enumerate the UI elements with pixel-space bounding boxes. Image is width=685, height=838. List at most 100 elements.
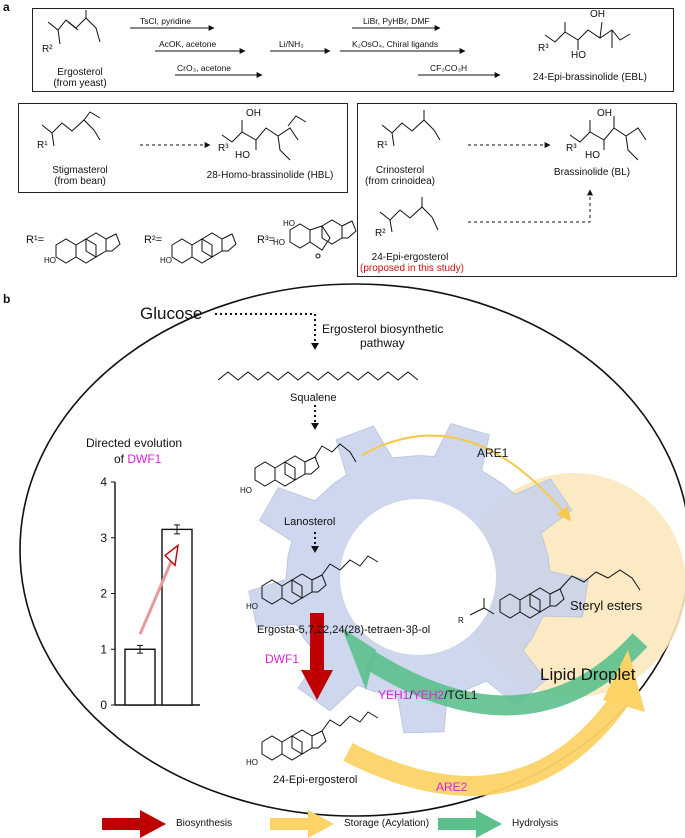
panel-b-label: b <box>3 292 11 306</box>
reagent-acok: AcOK, acetone <box>159 39 217 49</box>
crinosterol-source: (from crinoidea) <box>364 176 436 187</box>
crinosterol-r1: R¹ <box>377 140 388 151</box>
proposed-note: (proposed in this study) <box>360 263 464 274</box>
chart-y-tick-label: 1 <box>100 642 107 656</box>
hbl-box <box>18 103 348 193</box>
biosynthesis-arrow <box>310 613 324 673</box>
bl-ho: HO <box>585 150 600 161</box>
tetraen-structure <box>261 555 379 605</box>
are1-arrow <box>361 434 571 522</box>
bl-r3: R³ <box>566 143 577 154</box>
hbl-ho: HO <box>235 150 250 161</box>
chart-y-tick-label: 2 <box>100 587 107 601</box>
slash-1: / <box>409 688 413 702</box>
lanosterol-structure <box>254 443 357 487</box>
directed-evolution-line1: Directed evolution <box>86 436 183 450</box>
bl-oh: OH <box>597 108 612 119</box>
dwf1-bar-chart: 0 1 2 3 4 <box>100 475 200 712</box>
epi-ho: HO <box>246 758 258 767</box>
directed-evolution-gene: DWF1 <box>127 452 162 466</box>
squalene-structure <box>217 371 419 381</box>
are1-label: ARE1 <box>477 446 509 460</box>
cell-ellipse <box>19 283 685 817</box>
reagent-libr: LiBr, PyHBr, DMF <box>363 16 430 26</box>
hbl-oh: OH <box>246 108 261 119</box>
steryl-esters-label: Steryl esters <box>570 598 643 613</box>
directed-evolution-line2: of DWF1 <box>114 452 161 466</box>
reagent-cf3co3h: CF₃CO₃H <box>430 63 468 73</box>
bl-dashed-arrow-2 <box>468 189 593 223</box>
ergosterol-name: Ergosterol <box>57 67 103 78</box>
ergosterol-r2: R² <box>42 44 53 55</box>
yeh2-label: YEH2 <box>412 688 445 702</box>
r2-label: R²= <box>144 234 163 246</box>
slash-2: / <box>444 688 448 702</box>
r2-skeleton <box>171 232 237 264</box>
stigmasterol-source: (from bean) <box>54 176 106 187</box>
legend-storage-label: Storage (Acylation) <box>344 818 430 829</box>
ebl-r3: R³ <box>538 43 549 54</box>
epi-ergosterol-structure-a <box>379 197 439 233</box>
are2-label: ARE2 <box>436 780 468 794</box>
chart-y-tick-label: 0 <box>100 698 107 712</box>
steryl-ester-structure <box>469 569 641 619</box>
glucose-label: Glucose <box>140 304 203 323</box>
directed-evolution-of: of <box>114 452 128 466</box>
pathway-line2: pathway <box>360 336 405 350</box>
reagent-cro3: CrO₃, acetone <box>177 63 232 73</box>
crinosterol-name: Crinosterol <box>375 165 425 176</box>
r1-label: R¹= <box>26 234 45 246</box>
top-arrows <box>130 25 501 78</box>
chart-improvement-arrowhead <box>163 543 179 567</box>
legend-hydrolysis-label: Hydrolysis <box>512 818 559 829</box>
ergosterol-structure <box>47 10 101 45</box>
storage-arrow <box>343 694 629 796</box>
r3-skeleton <box>289 219 357 259</box>
chart-y-tick-label: 4 <box>100 475 107 489</box>
hbl-structure <box>221 115 307 161</box>
dwf1-label: DWF1 <box>265 652 299 666</box>
reagent-k2oso4: K₂OsO₄, Chiral ligands <box>352 39 439 49</box>
chart-improvement-arrow <box>138 556 175 635</box>
ergosterol-source: (from yeast) <box>53 78 107 89</box>
stigmasterol-structure <box>41 111 101 147</box>
lipid-droplet-label: Lipid Droplet <box>540 665 636 684</box>
epi-ergosterol-name: 24-Epi-ergosterol <box>371 252 449 263</box>
bl-structure <box>569 116 647 161</box>
gear-hole <box>340 499 496 655</box>
tetraen-ho: HO <box>246 602 258 611</box>
ebl-oh: OH <box>590 9 605 20</box>
reagent-tscl: TsCl, pyridine <box>140 16 192 26</box>
ebl-name: 24-Epi-brassinolide (EBL) <box>533 72 647 83</box>
crinosterol-structure <box>381 110 441 147</box>
r1-skeleton <box>55 232 121 264</box>
legend-biosynthesis-label: Biosynthesis <box>176 818 233 829</box>
pathway-line1: Ergosterol biosynthetic <box>322 322 444 336</box>
chart-y-tick-label: 3 <box>100 531 107 545</box>
legend-storage-arrow <box>270 810 334 838</box>
hydrolysis-arrow <box>364 633 648 716</box>
chart-bar <box>161 528 193 706</box>
tgl1-label: TGL1 <box>447 688 478 702</box>
epi-ergosterol-label: 24-Epi-ergosterol <box>273 774 358 786</box>
legend-biosynthesis-arrow <box>102 810 166 838</box>
reagent-li-nh3: Li/NH₃ <box>279 39 304 49</box>
bl-name: Brassinolide (BL) <box>553 167 631 178</box>
r3-ho-bottom: HO <box>273 238 285 247</box>
hbl-r3: R³ <box>218 143 229 154</box>
lanosterol-ho: HO <box>240 486 252 495</box>
yeh1-label: YEH1 <box>378 688 410 702</box>
epi-ergosterol-r2: R² <box>375 228 386 239</box>
r3-ho-top: HO <box>283 219 295 228</box>
ebl-synthesis-box <box>32 8 674 92</box>
hydrolysis-enzymes: YEH1/YEH2/TGL1 <box>378 688 477 702</box>
stigmasterol-name: Stigmasterol <box>52 165 108 176</box>
tetraen-label: Ergosta-5,7,22,24(28)-tetraen-3β-ol <box>257 624 431 636</box>
epi-ergosterol-structure-b <box>261 711 379 761</box>
hbl-name: 28-Homo-brassinolide (HBL) <box>206 170 334 181</box>
bl-box <box>357 103 677 277</box>
r-label: R <box>458 616 464 625</box>
chart-bar <box>124 648 156 706</box>
panel-a-label: a <box>3 0 10 14</box>
